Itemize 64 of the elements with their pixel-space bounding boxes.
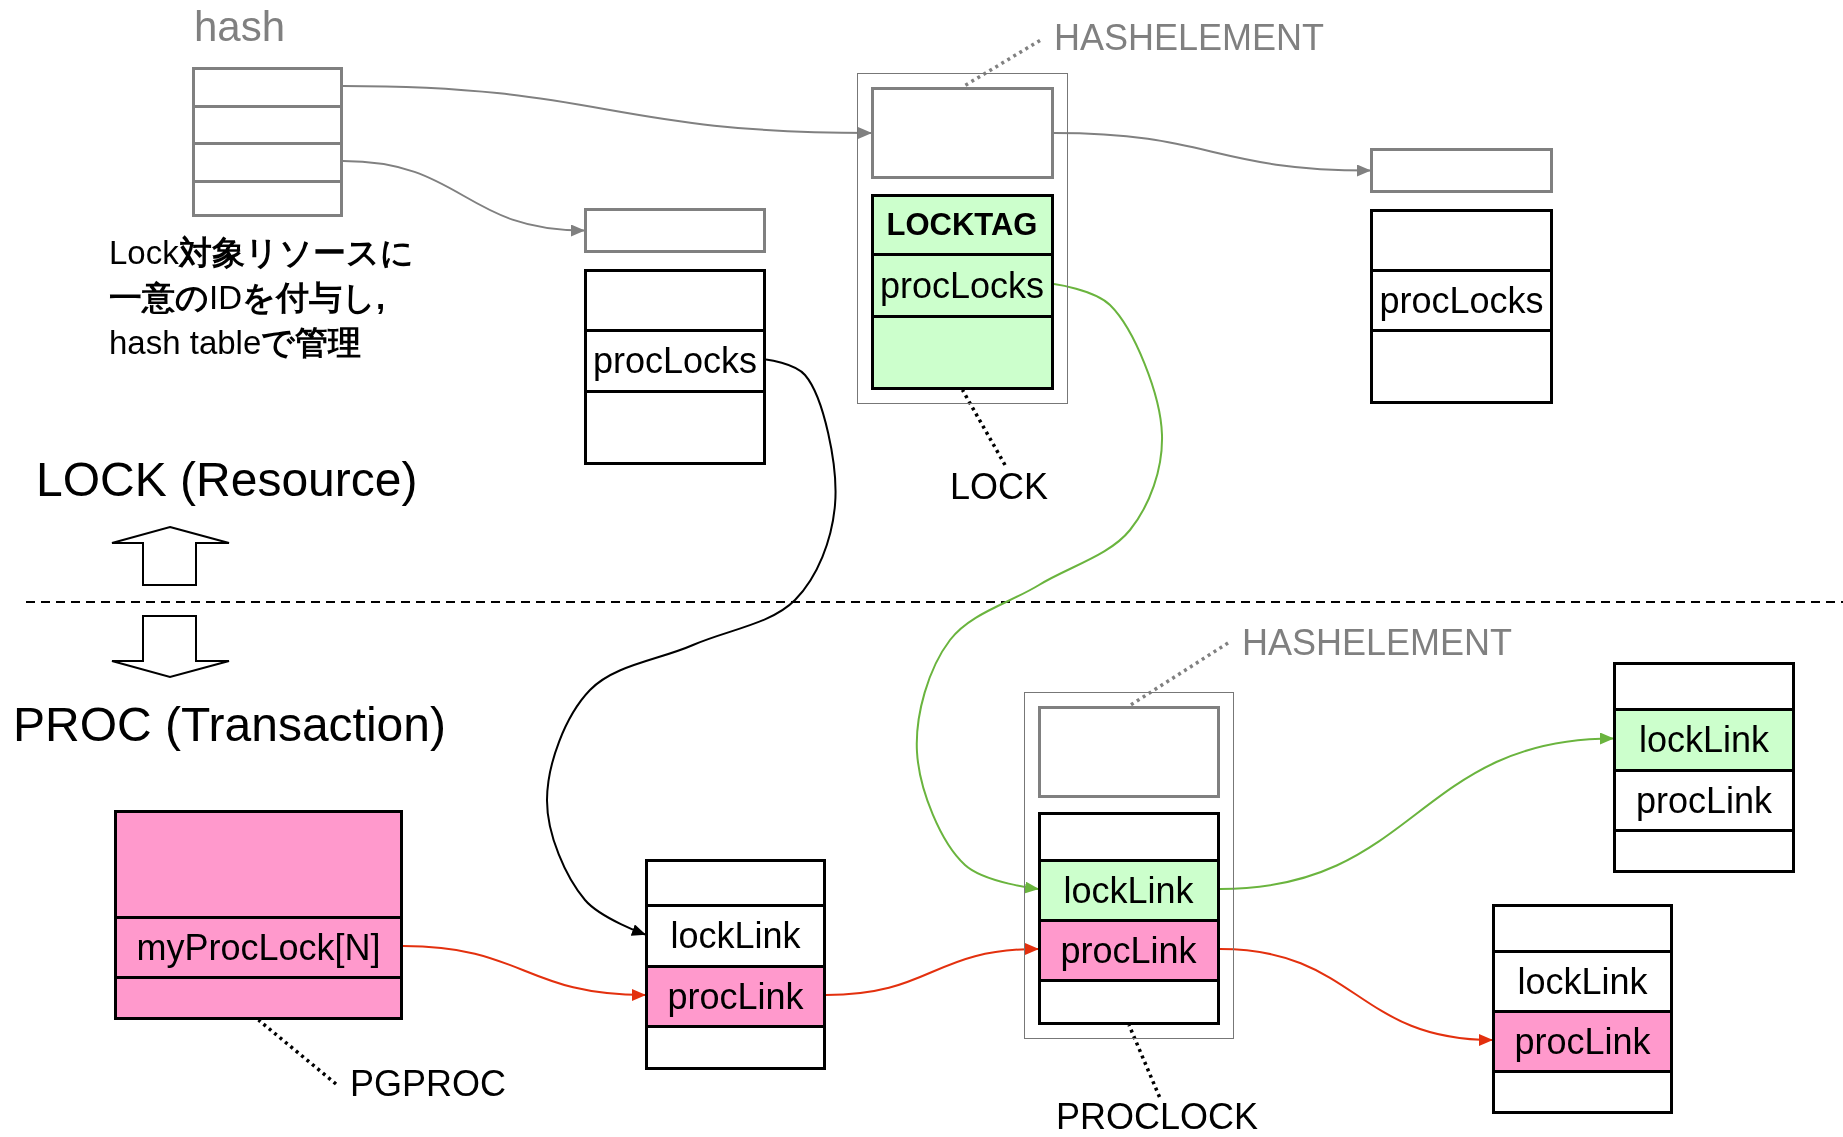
struct-field: procLocks: [870, 252, 1054, 315]
section-label: PROC (Transaction): [13, 697, 447, 753]
hash-element-frame: [857, 73, 1068, 404]
arrow: [1219, 948, 1493, 1046]
struct-box: [584, 269, 766, 465]
header-box: [584, 208, 766, 253]
struct-field: procLink: [1613, 769, 1795, 829]
leader-line: [257, 1018, 338, 1086]
hash-bucket: [192, 180, 343, 214]
struct-field: [584, 390, 766, 462]
callout-label: HASHELEMENT: [1040, 14, 1360, 62]
struct-field: [114, 810, 403, 916]
struct-box: [1492, 904, 1673, 1114]
struct-field: lockLink: [1613, 708, 1795, 769]
struct-field: [584, 269, 766, 329]
struct-field: [1370, 209, 1553, 269]
struct-box: [1613, 662, 1795, 873]
section-label: LOCK (Resource): [36, 452, 419, 508]
arrow: [1053, 132, 1371, 177]
header-box: [1037, 705, 1220, 798]
struct-field: myProcLock[N]: [114, 916, 403, 976]
struct-field: [645, 859, 826, 904]
struct-field: procLink: [1037, 918, 1220, 979]
leader-line: [1128, 641, 1229, 708]
leader-line: [960, 389, 1007, 466]
table-heading: hash: [194, 3, 286, 51]
hash-element-frame: [1024, 692, 1234, 1039]
struct-field: [114, 976, 403, 1017]
struct-field: [1613, 829, 1795, 870]
struct-box: [645, 859, 826, 1070]
leader-line: [1127, 1024, 1162, 1098]
struct-box: [1037, 811, 1220, 1025]
struct-field: procLocks: [1370, 269, 1553, 329]
header-box: [870, 86, 1054, 179]
callout-label: LOCK: [950, 465, 1060, 509]
arrow: [342, 85, 872, 139]
struct-field: procLink: [645, 965, 826, 1025]
arrow: [402, 945, 646, 1001]
callout-label: PGPROC: [336, 1062, 526, 1106]
struct-field: procLocks: [584, 329, 766, 390]
struct-field: [870, 314, 1054, 387]
struct-field: [645, 1025, 826, 1067]
arrow: [546, 358, 837, 936]
arrow: [342, 160, 585, 236]
struct-field: [1370, 329, 1553, 401]
struct-field: [1037, 978, 1220, 1022]
struct-box: [114, 810, 403, 1020]
hash-bucket: [192, 67, 343, 105]
note-text: Lock対象リソースに一意のIDを付与し, hash tableで管理: [109, 233, 415, 363]
struct-field: LOCKTAG: [870, 193, 1054, 253]
struct-field: [1492, 1070, 1673, 1111]
arrow: [1219, 733, 1614, 890]
header-box: [1370, 148, 1553, 193]
struct-field: procLink: [1492, 1010, 1673, 1070]
arrow: [915, 283, 1163, 894]
struct-box: [1370, 209, 1553, 404]
arrow: [825, 943, 1039, 996]
struct-field: [1492, 904, 1673, 950]
hash-bucket: [192, 105, 343, 142]
struct-field: lockLink: [1037, 858, 1220, 919]
struct-box: [870, 193, 1054, 390]
callout-label: PROCLOCK: [1056, 1097, 1286, 1137]
hash-bucket: [192, 142, 343, 180]
callout-label: HASHELEMENT: [1228, 619, 1548, 667]
